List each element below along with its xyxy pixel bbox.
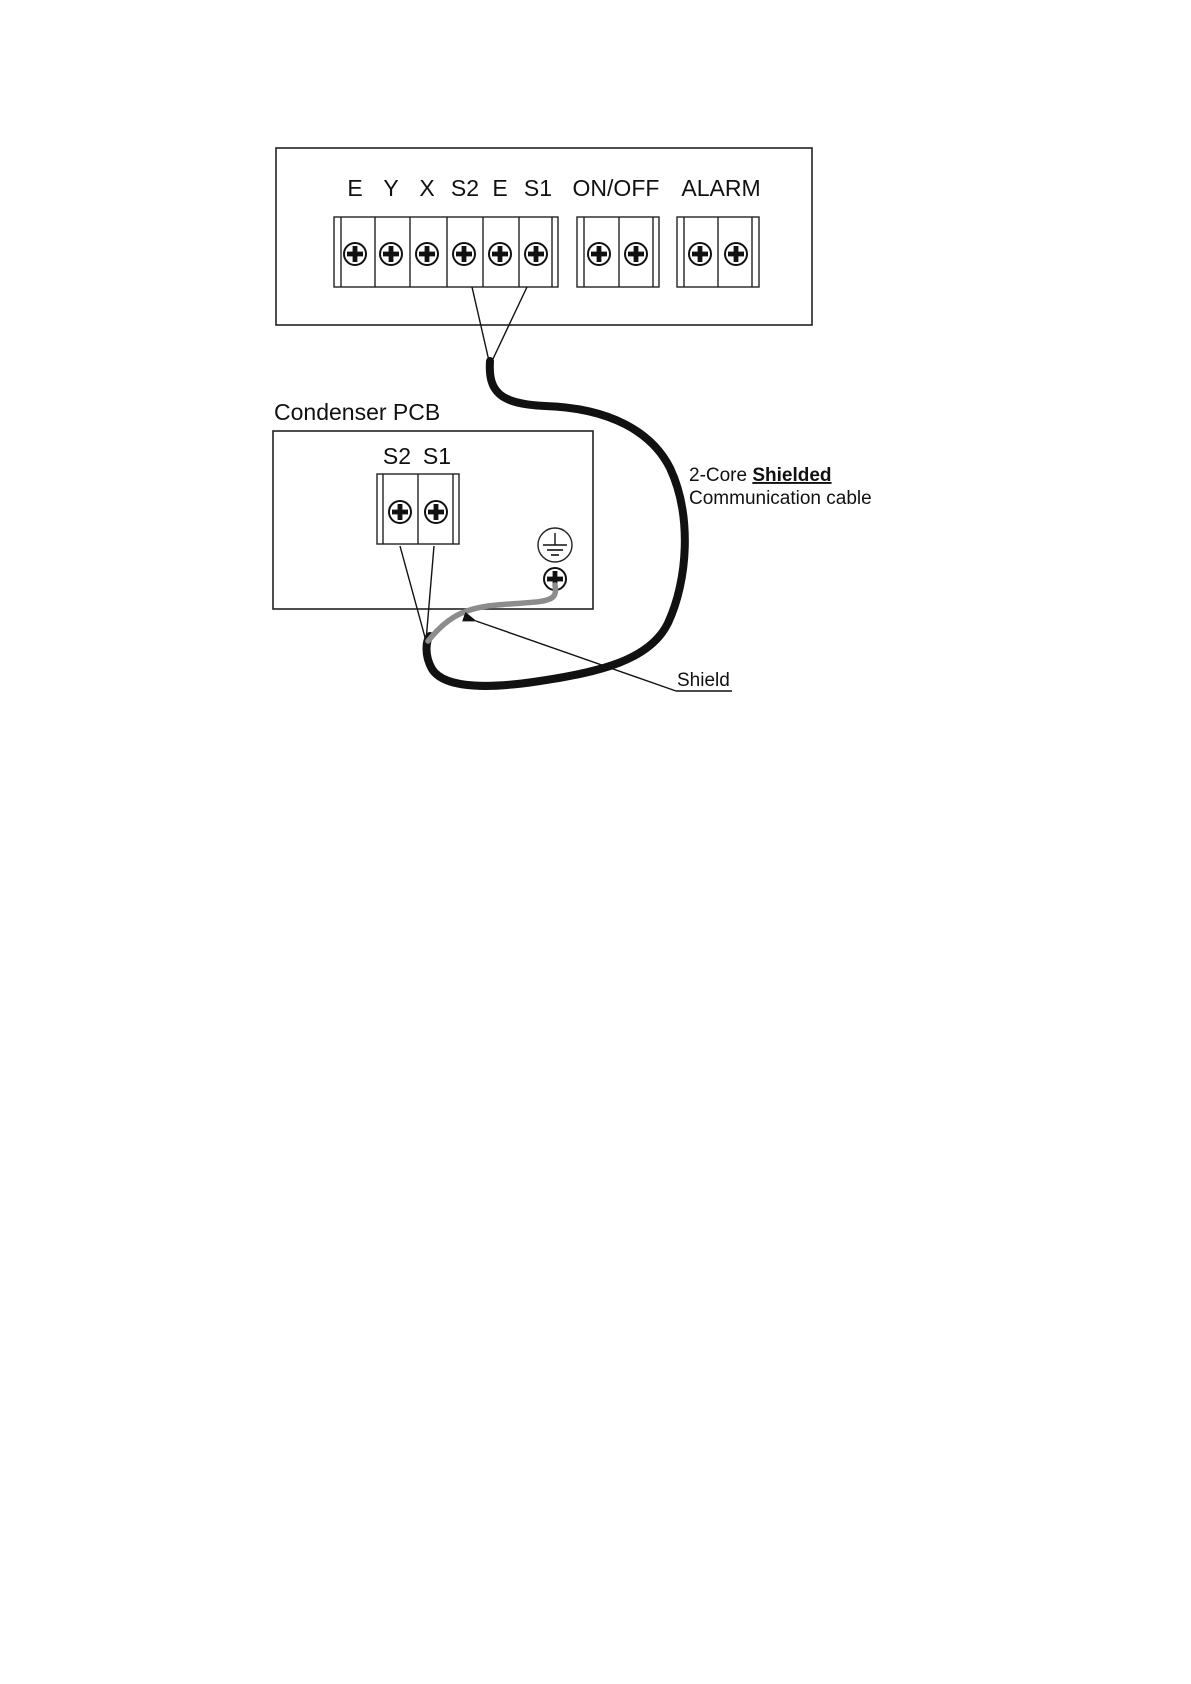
screw-terminal-icon	[416, 243, 438, 265]
screw-terminal-icon	[380, 243, 402, 265]
screw-terminal-icon	[425, 501, 447, 523]
terminal-label-alarm: ALARM	[681, 175, 760, 201]
conductor-s2-indoor	[472, 287, 489, 361]
terminal-block-main	[334, 217, 558, 287]
condenser-terminal-label-s2: S2	[383, 443, 411, 469]
terminal-label-y: Y	[383, 175, 398, 201]
cable-note-line2: Communication cable	[689, 488, 872, 509]
terminal-label-s2: S2	[451, 175, 479, 201]
condenser-pcb-title: Condenser PCB	[274, 399, 440, 425]
earth-ground-icon	[538, 528, 572, 562]
terminal-label-e-2: E	[492, 175, 507, 201]
screw-terminal-icon	[588, 243, 610, 265]
indoor-unit-panel: E Y X S2 E S1 ON/OFF ALARM	[276, 148, 812, 361]
cable-note-line1: 2-Core Shielded	[689, 465, 832, 486]
shield-label: Shield	[677, 670, 730, 691]
terminal-label-on-off: ON/OFF	[573, 175, 660, 201]
screw-terminal-icon	[453, 243, 475, 265]
screw-terminal-icon	[344, 243, 366, 265]
shield-drain-wire	[428, 585, 556, 641]
screw-terminal-icon	[689, 243, 711, 265]
cable-note-emphasis: Shielded	[752, 465, 831, 486]
condenser-terminal-label-s1: S1	[423, 443, 451, 469]
screw-terminal-icon	[525, 243, 547, 265]
screw-terminal-icon	[389, 501, 411, 523]
terminal-block-alarm	[677, 217, 759, 287]
conductor-s2-condenser	[400, 546, 426, 641]
terminal-label-e: E	[347, 175, 362, 201]
cable-note: 2-Core Shielded Communication cable	[689, 465, 872, 509]
terminal-block-condenser	[377, 474, 459, 544]
terminal-label-s1: S1	[524, 175, 552, 201]
condenser-pcb: Condenser PCB S2 S1	[273, 399, 593, 641]
screw-terminal-icon	[725, 243, 747, 265]
screw-terminal-icon	[489, 243, 511, 265]
cable-note-prefix: 2-Core	[689, 465, 752, 486]
shield-leader-line	[476, 621, 676, 691]
conductor-s1-indoor	[492, 287, 527, 361]
screw-terminal-icon	[625, 243, 647, 265]
terminal-block-on-off	[577, 217, 659, 287]
conductor-s1-condenser	[426, 546, 434, 641]
terminal-label-x: X	[419, 175, 434, 201]
communication-cable	[427, 361, 685, 686]
